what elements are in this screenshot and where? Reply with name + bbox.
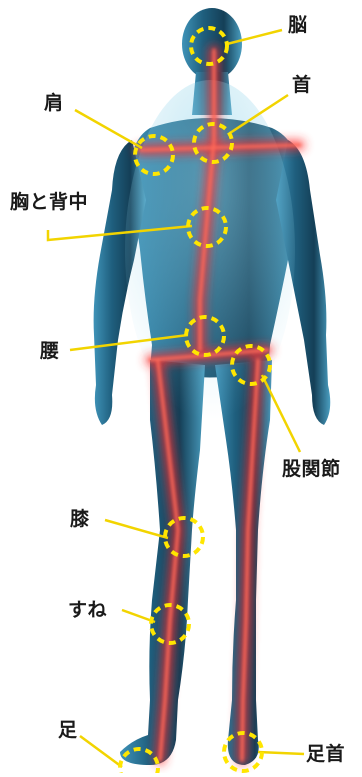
label-waist: 腰 [40, 342, 60, 361]
label-shin: すね [68, 601, 107, 620]
leader-foot [80, 736, 122, 767]
leader-knee [105, 520, 168, 538]
leader-shoulder [75, 110, 142, 148]
label-ankle: 足首 [306, 745, 345, 764]
label-chest-back: 胸と背中 [10, 193, 88, 212]
label-foot: 足 [58, 721, 78, 740]
label-neck: 首 [292, 76, 312, 95]
label-hip-joint: 股関節 [282, 460, 341, 479]
label-shoulder: 肩 [44, 94, 64, 113]
leader-ankle [258, 752, 304, 754]
label-brain: 脳 [288, 16, 308, 35]
label-knee: 膝 [70, 510, 90, 529]
